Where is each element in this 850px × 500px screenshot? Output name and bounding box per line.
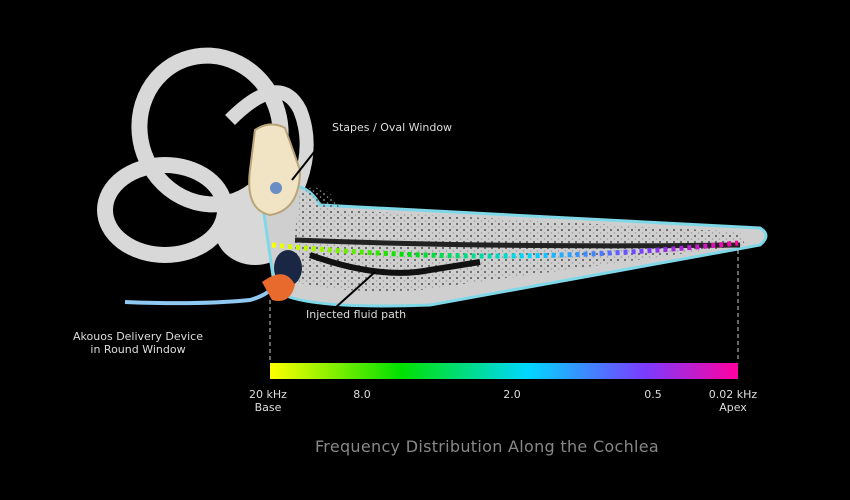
tick-sub: Apex (719, 401, 747, 414)
frequency-dots-line (271, 240, 739, 259)
tick-value: 20 kHz (249, 388, 287, 401)
tick-8: 8.0 (353, 388, 371, 401)
device-label-line2: in Round Window (90, 343, 186, 356)
frequency-gradient-bar (270, 363, 738, 379)
device-label-line1: Akouos Delivery Device (73, 330, 203, 343)
tick-sub: Base (254, 401, 282, 414)
tick-2: 2.0 (503, 388, 521, 401)
fluid-path-label: Injected fluid path (306, 308, 407, 321)
tick-value: 0.02 kHz (708, 388, 758, 401)
delivery-device (124, 283, 277, 306)
tick-0-5: 0.5 (644, 388, 662, 401)
device-label: Akouos Delivery Device in Round Window (73, 330, 203, 356)
stapes-label: Stapes / Oval Window (332, 121, 453, 134)
diagram-title: Frequency Distribution Along the Cochlea (314, 437, 660, 456)
fluid-path-pointer (334, 271, 376, 309)
stapes (248, 123, 302, 217)
